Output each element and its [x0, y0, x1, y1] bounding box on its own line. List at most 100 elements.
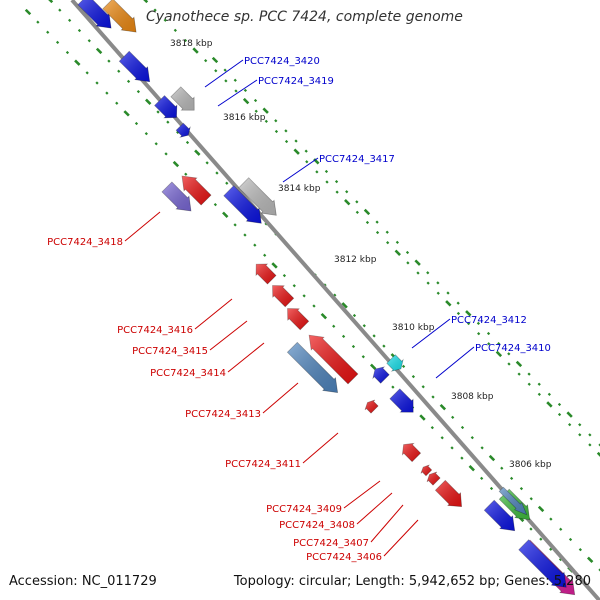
tick-mark: [351, 344, 356, 349]
tick-mark: [334, 179, 339, 184]
tick-mark: [470, 436, 474, 440]
gene-label-PCC7424_3411[interactable]: PCC7424_3411: [225, 459, 301, 470]
gene-label-PCC7424_3406[interactable]: PCC7424_3406: [306, 552, 382, 563]
leader-line: [356, 492, 393, 525]
tick-mark: [253, 243, 257, 247]
tick-mark: [598, 568, 600, 572]
tick-mark: [460, 456, 464, 460]
leader-line: [282, 157, 319, 183]
tick-mark: [253, 98, 258, 103]
tick-mark: [282, 273, 287, 278]
gene-label-PCC7424_3408[interactable]: PCC7424_3408: [279, 520, 355, 531]
tick-mark: [395, 240, 399, 244]
leader-line: [124, 211, 161, 242]
tick-mark: [136, 89, 141, 94]
gene-label-PCC7424_3420[interactable]: PCC7424_3420: [244, 56, 320, 67]
tick-mark: [233, 223, 237, 227]
tick-mark: [586, 556, 594, 564]
tick-mark: [305, 160, 309, 164]
tick-mark: [173, 28, 177, 32]
tick-mark: [529, 527, 533, 531]
tick-mark: [355, 200, 359, 204]
tick-mark: [68, 18, 72, 22]
tick-mark: [598, 443, 600, 447]
tick-mark: [341, 334, 346, 339]
leader-line: [262, 382, 299, 414]
tick-mark: [529, 497, 533, 501]
tick-mark: [445, 300, 452, 307]
tick-mark: [480, 446, 484, 450]
tick-mark: [274, 129, 279, 134]
tick-mark: [446, 291, 450, 295]
tick-mark: [77, 28, 82, 33]
gene-label-PCC7424_3413[interactable]: PCC7424_3413: [185, 409, 261, 420]
tick-mark: [107, 59, 111, 63]
gene-feature-shade: [238, 177, 277, 216]
gene-feature-shade: [309, 335, 358, 384]
tick-mark: [382, 344, 386, 348]
gene-label-PCC7424_3412[interactable]: PCC7424_3412: [451, 315, 527, 326]
gene-feature-shade: [287, 308, 309, 330]
gene-feature-shade: [176, 123, 191, 138]
tick-mark: [537, 505, 545, 513]
gene-label-PCC7424_3415[interactable]: PCC7424_3415: [132, 346, 208, 357]
scale-label: 3816 kbp: [223, 113, 266, 123]
tick-mark: [263, 253, 267, 257]
tick-mark: [115, 101, 119, 105]
tick-mark: [439, 403, 447, 411]
gene-label-PCC7424_3417[interactable]: PCC7424_3417: [319, 154, 395, 165]
gene-label-PCC7424_3418[interactable]: PCC7424_3418: [47, 237, 123, 248]
tick-mark: [223, 68, 227, 72]
tick-mark: [36, 20, 40, 24]
leader-line: [217, 79, 258, 107]
gene-label-PCC7424_3416[interactable]: PCC7424_3416: [117, 325, 193, 336]
gene-feature-shade: [182, 176, 211, 205]
gene-feature-shade: [435, 480, 462, 507]
tick-mark: [557, 412, 562, 417]
tick-mark: [517, 372, 521, 376]
tick-mark: [302, 294, 306, 298]
tick-mark: [224, 79, 228, 83]
tick-mark: [213, 202, 218, 207]
tick-mark: [566, 411, 573, 418]
leader-line: [194, 298, 233, 330]
tick-mark: [375, 230, 380, 235]
gene-label-PCC7424_3410[interactable]: PCC7424_3410: [475, 343, 551, 354]
tick-mark: [497, 342, 501, 346]
tick-mark: [215, 171, 219, 175]
tick-mark: [466, 321, 471, 326]
tick-mark: [58, 8, 62, 12]
leader-line: [383, 519, 419, 557]
tick-mark: [154, 142, 158, 146]
tick-mark: [117, 69, 121, 73]
gene-feature-shade: [484, 500, 515, 531]
gene-feature-shade: [154, 95, 177, 118]
gene-label-PCC7424_3409[interactable]: PCC7424_3409: [266, 504, 342, 515]
gene-label-PCC7424_3407[interactable]: PCC7424_3407: [293, 538, 369, 549]
gene-label-PCC7424_3414[interactable]: PCC7424_3414: [150, 368, 226, 379]
tick-mark: [394, 249, 401, 256]
gene-feature-shade: [170, 86, 195, 111]
tick-mark: [284, 139, 289, 144]
tick-mark: [185, 140, 190, 145]
gene-feature-shade: [420, 464, 432, 476]
tick-mark: [87, 39, 91, 43]
gene-label-PCC7424_3419[interactable]: PCC7424_3419: [258, 76, 334, 87]
tick-mark: [183, 38, 188, 43]
tick-mark: [345, 190, 349, 194]
scale-label: 3810 kbp: [392, 323, 435, 333]
gene-feature-shade: [402, 443, 421, 462]
tick-mark: [332, 324, 336, 328]
tick-mark: [527, 372, 531, 376]
tick-mark: [274, 119, 278, 123]
leader-line: [411, 318, 451, 349]
label-leaders: [124, 59, 475, 557]
tick-mark: [578, 423, 582, 427]
tick-mark: [48, 0, 54, 4]
tick-mark: [539, 537, 543, 541]
tick-mark: [559, 527, 563, 531]
tick-mark: [480, 476, 484, 480]
gene-feature-shade: [389, 388, 414, 413]
tick-mark: [460, 425, 465, 430]
